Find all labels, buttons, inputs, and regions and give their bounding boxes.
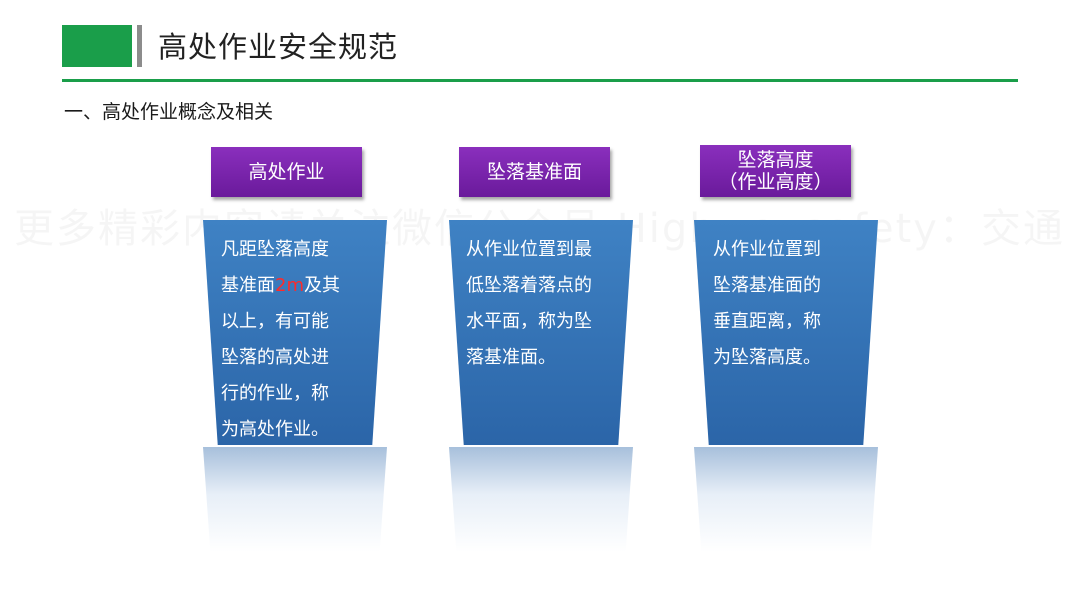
title-accent-block xyxy=(62,25,132,67)
card-reflection xyxy=(694,447,878,552)
card-header-label: 坠落基准面 xyxy=(486,161,582,183)
card-body-line: 低坠落着落点的 xyxy=(466,275,592,296)
card-body-fall-height: 从作业位置到 坠落基准面的 垂直距离，称 为坠落高度。 xyxy=(694,220,878,445)
card-body-line: 为坠落高度。 xyxy=(713,347,821,368)
card-body-line: 以上，有可能 xyxy=(221,311,329,332)
card-body-text: 凡距坠落高度 基准面2m及其 以上，有可能 坠落的高处进 行的作业，称 为高处作… xyxy=(203,232,387,448)
section-heading: 一、高处作业概念及相关 xyxy=(64,101,274,123)
card-body-text: 从作业位置到 坠落基准面的 垂直距离，称 为坠落高度。 xyxy=(694,232,878,376)
card-header-high-altitude-work: 高处作业 xyxy=(211,147,362,197)
card-body-line: 从作业位置到最 xyxy=(466,239,592,260)
card-body-line: 落基准面。 xyxy=(466,347,556,368)
height-highlight: 2m xyxy=(275,275,304,296)
card-body-line: 基准面2m及其 xyxy=(221,268,387,304)
title-underline xyxy=(62,79,1018,82)
card-body-line: 坠落基准面的 xyxy=(713,275,821,296)
page-title: 高处作业安全规范 xyxy=(158,30,399,64)
card-header-sublabel: （作业高度） xyxy=(718,171,833,193)
card-header-fall-datum-plane: 坠落基准面 xyxy=(459,147,610,197)
panel-shape xyxy=(449,220,633,445)
panel-shape xyxy=(203,220,387,445)
card-body-line: 从作业位置到 xyxy=(713,239,821,260)
card-body-line: 凡距坠落高度 xyxy=(221,239,329,260)
panel-shape xyxy=(694,220,878,445)
card-reflection xyxy=(203,447,387,552)
card-reflection xyxy=(449,447,633,552)
card-body-line-start: 基准面 xyxy=(221,275,275,296)
card-header-label: 高处作业 xyxy=(248,161,325,183)
card-body-line-end: 及其 xyxy=(304,275,340,296)
card-body-fall-datum-plane: 从作业位置到最 低坠落着落点的 水平面，称为坠 落基准面。 xyxy=(449,220,633,445)
title-divider xyxy=(137,25,142,67)
card-body-high-altitude-work: 凡距坠落高度 基准面2m及其 以上，有可能 坠落的高处进 行的作业，称 为高处作… xyxy=(203,220,387,445)
card-body-text: 从作业位置到最 低坠落着落点的 水平面，称为坠 落基准面。 xyxy=(449,232,633,376)
card-body-line: 为高处作业。 xyxy=(221,419,329,440)
card-header-label: 坠落高度 xyxy=(737,149,814,171)
card-header-stack: 坠落高度 （作业高度） xyxy=(718,149,832,193)
card-body-line: 坠落的高处进 xyxy=(221,347,329,368)
card-body-line: 水平面，称为坠 xyxy=(466,311,592,332)
card-body-line: 垂直距离，称 xyxy=(713,311,821,332)
card-body-line: 行的作业，称 xyxy=(221,383,329,404)
card-header-fall-height: 坠落高度 （作业高度） xyxy=(700,145,851,197)
